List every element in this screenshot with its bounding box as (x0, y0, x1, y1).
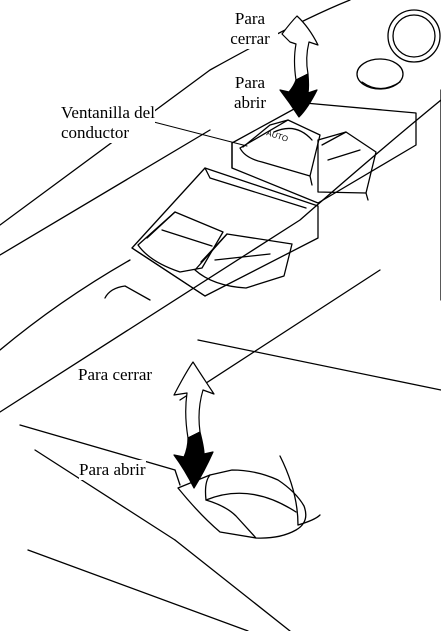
label-open-top: Para abrir (224, 73, 276, 113)
driver-window-switch (239, 119, 321, 186)
label-open-line-2: abrir (233, 93, 267, 112)
label-close-bottom: Para cerrar (78, 365, 153, 385)
rear-left-window-switch (137, 211, 224, 273)
rear-switch-recess (131, 167, 319, 297)
bottom-direction-arrow (173, 361, 215, 489)
driver-leader-line (145, 119, 248, 147)
label-open-bottom: Para abrir (79, 460, 146, 480)
door-armrest-panel (0, 0, 441, 413)
passenger-window-switch (177, 469, 307, 539)
passenger-switch-upper (317, 131, 377, 201)
top-direction-arrow (279, 15, 319, 118)
auto-text: AUTO (265, 128, 289, 143)
driver-switch-recess (231, 102, 417, 204)
rear-right-window-switch (194, 233, 293, 289)
label-close-line-2: cerrar (230, 29, 270, 48)
oval-button (356, 58, 404, 90)
passenger-door-panel (19, 339, 441, 631)
label-driver-line-1: Ventanilla del (61, 103, 155, 122)
label-close-top: Para cerrar (222, 9, 278, 49)
round-button (387, 9, 441, 63)
label-close-line-1: Para (234, 9, 266, 28)
label-open-line-1: Para (234, 73, 266, 92)
label-driver-window: Ventanilla del conductor (61, 103, 155, 143)
label-driver-line-2: conductor (61, 123, 129, 142)
